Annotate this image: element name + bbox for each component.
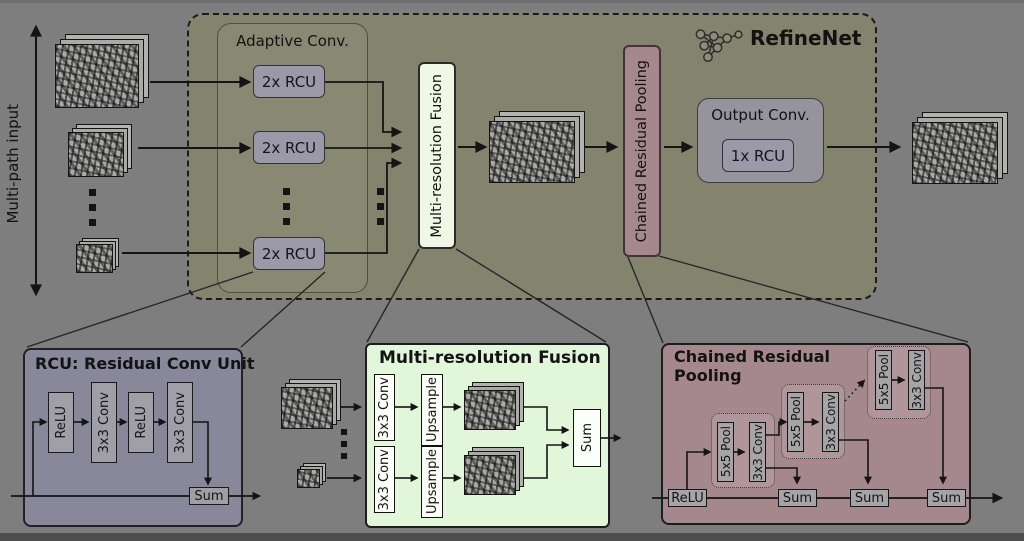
rcu-conv-2-label: 3x3 Conv [172,391,188,454]
output-image [912,122,998,184]
crp-title-line2: Pooling [674,365,742,385]
fusion-upsample-1-label: Upsample [424,377,440,443]
crp-conv-3: 3x3 Conv [908,350,925,410]
crp-relu: ReLU [668,489,707,507]
fusion-sum: Sum [573,409,601,467]
fusion-bar: Multi-resolution Fusion [418,62,456,249]
crp-pool-1: 5x5 Pool [717,422,734,482]
rcu-block-3: 2x RCU [253,237,325,270]
crp-conv-1: 3x3 Conv [749,422,766,482]
crp-sum-2: Sum [850,489,889,507]
crp-bar-label: Chained Residual Pooling [634,59,650,243]
rcu-block-2: 2x RCU [253,131,325,164]
fusion-upsample-2-label: Upsample [424,449,440,515]
input-image-3 [76,244,113,273]
crp-conv-1-label: 3x3 Conv [750,423,765,481]
fusion-input-image-2 [297,469,320,488]
rcu-panel-title: RCU: Residual Conv Unit [35,354,255,373]
rcu-relu-2: ReLU [128,392,154,453]
fusion-panel-title: Multi-resolution Fusion [379,348,601,368]
crp-title-line1: Chained Residual [674,347,830,366]
fusion-conv-2: 3x3 Conv [374,446,395,513]
fusion-conv-2-label: 3x3 Conv [377,448,392,511]
fusion-input-image-1 [281,387,333,429]
multipath-input-label: Multi-path input [2,88,24,240]
rcu-conv-1: 3x3 Conv [91,382,117,463]
input-image-1 [55,44,139,108]
fusion-feature-image-2 [464,455,516,495]
top-border-strip [0,0,1024,3]
fusion-detail-panel [365,343,610,528]
crp-pool-2: 5x5 Pool [787,392,804,452]
rcu-conv-2: 3x3 Conv [167,382,193,463]
network-icon [695,29,743,63]
rcu-relu-2-label: ReLU [133,406,149,439]
fusion-conv-1-label: 3x3 Conv [377,376,392,439]
crp-bar: Chained Residual Pooling [623,45,661,257]
crp-sum-1: Sum [778,489,817,507]
fusion-bar-label: Multi-resolution Fusion [429,73,445,238]
crp-conv-2-label: 3x3 Conv [823,393,838,451]
output-rcu-block: 1x RCU [722,139,794,172]
rcu-relu-1: ReLU [48,392,74,453]
multipath-input-text: Multi-path input [4,104,22,224]
fusion-upsample-2: Upsample [421,446,443,518]
bottom-border-strip [0,533,1024,541]
fusion-conv-1: 3x3 Conv [374,374,395,441]
crp-conv-3-label: 3x3 Conv [909,351,924,409]
rcu-block-1: 2x RCU [253,65,325,98]
crp-pool-2-label: 5x5 Pool [788,396,803,448]
refinenet-title: RefineNet [750,26,862,50]
crp-conv-2: 3x3 Conv [822,392,839,452]
crp-sum-3: Sum [927,489,966,507]
input-image-2 [68,132,124,177]
fusion-feature-image-1 [464,390,516,430]
rcu-sum: Sum [189,487,229,505]
crp-pool-1-label: 5x5 Pool [718,426,733,478]
crp-pool-3-label: 5x5 Pool [876,354,891,406]
crp-pool-3: 5x5 Pool [875,350,892,410]
fusion-upsample-1: Upsample [421,374,443,446]
rcu-relu-1-label: ReLU [53,406,69,439]
crp-panel-title: Chained Residual Pooling [674,347,830,386]
rcu-conv-1-label: 3x3 Conv [96,391,112,454]
fused-feature-image [489,121,575,183]
adaptive-conv-title: Adaptive Conv. [236,32,349,50]
fusion-sum-label: Sum [579,423,595,453]
output-conv-title: Output Conv. [711,106,810,124]
